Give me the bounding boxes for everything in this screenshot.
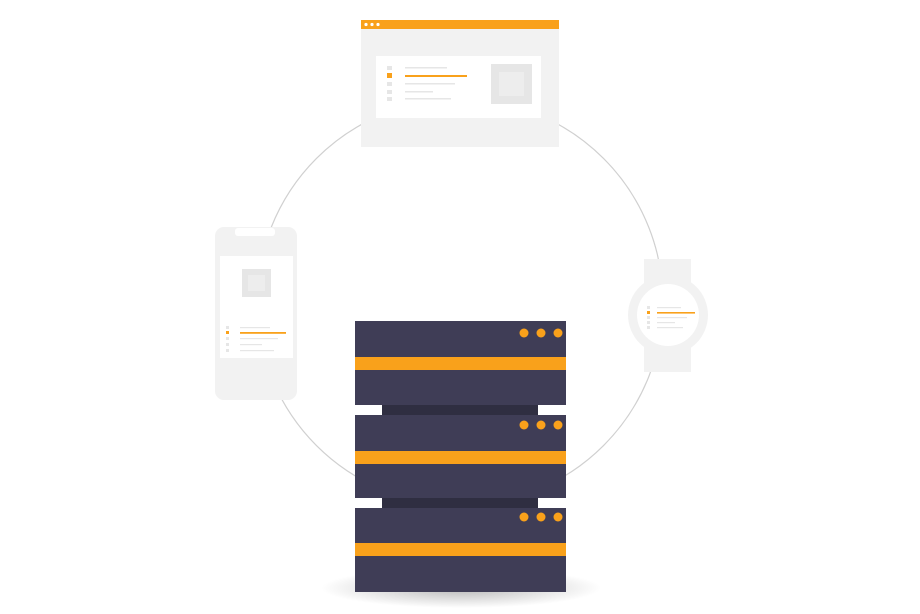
list-bullet (387, 82, 392, 86)
server-led-icon (519, 420, 529, 430)
server-led-icon (536, 328, 546, 338)
server-led-icon (553, 420, 563, 430)
list-line (405, 91, 433, 93)
image-placeholder-inner (248, 275, 265, 291)
phone-notch (235, 228, 275, 236)
list-bullet-selected (647, 311, 650, 314)
list-bullet (226, 326, 229, 329)
smartphone (215, 227, 297, 400)
list-bullet (647, 306, 650, 309)
server-led-icon (536, 420, 546, 430)
list-bullet-selected (387, 73, 392, 78)
list-bullet (226, 349, 229, 352)
server-led-icon (536, 512, 546, 522)
window-dot-icon (376, 22, 380, 27)
list-bullet (226, 343, 229, 346)
list-bullet-selected (226, 331, 229, 334)
watch-face (637, 284, 699, 346)
server-unit-stripe (355, 543, 566, 556)
list-bullet (226, 337, 229, 340)
server-unit-stripe (355, 451, 566, 464)
server-led-icon (553, 512, 563, 522)
list-line (405, 98, 451, 100)
browser-title-bar (361, 20, 559, 29)
list-bullet (647, 321, 650, 324)
list-line-selected (657, 312, 695, 314)
list-bullet (647, 316, 650, 319)
server-unit (355, 508, 566, 592)
list-bullet (387, 90, 392, 94)
server-led-icon (519, 512, 529, 522)
list-line (240, 344, 262, 346)
list-line (657, 307, 681, 309)
server-unit (355, 321, 566, 405)
server-connector (382, 405, 538, 415)
list-line (657, 317, 687, 319)
server-unit (355, 415, 566, 498)
server-led-icon (519, 328, 529, 338)
server-connector (382, 498, 538, 508)
list-line (240, 327, 270, 329)
server-rack (321, 321, 601, 608)
list-line (405, 83, 455, 85)
list-bullet (387, 66, 392, 70)
image-placeholder-inner (499, 72, 524, 96)
list-line-selected (240, 332, 286, 334)
list-line (240, 350, 274, 352)
list-line-selected (405, 75, 467, 77)
window-dot-icon (370, 22, 374, 27)
smartwatch (628, 259, 708, 372)
list-bullet (647, 326, 650, 329)
list-bullet (387, 97, 392, 101)
list-line (657, 322, 675, 324)
browser-window (361, 20, 559, 147)
list-line (240, 338, 278, 340)
list-line (657, 327, 683, 329)
list-line (405, 67, 447, 69)
server-unit-stripe (355, 357, 566, 370)
server-led-icon (553, 328, 563, 338)
window-dot-icon (364, 22, 368, 27)
